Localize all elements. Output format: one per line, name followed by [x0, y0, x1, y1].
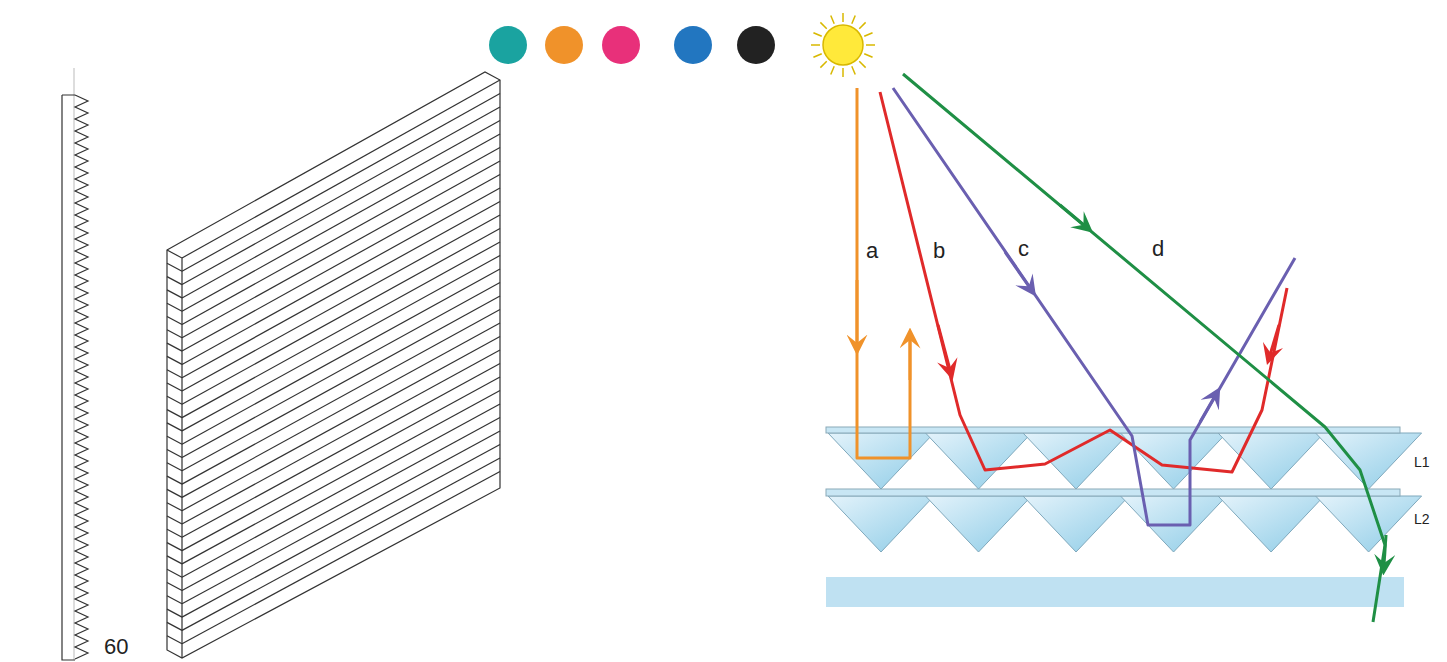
- part-label: b: [933, 240, 945, 262]
- prism-panel: [167, 72, 500, 658]
- part-label: L2: [1414, 512, 1430, 526]
- sun: [811, 13, 875, 77]
- prism-layers: [826, 427, 1422, 607]
- frame-line: [74, 68, 75, 660]
- sawtooth-profile: [62, 95, 88, 660]
- part-label: L1: [1414, 455, 1430, 469]
- light-rays: [857, 74, 1386, 622]
- color-dots: [489, 26, 775, 64]
- part-label: c: [1018, 238, 1029, 260]
- part-label: a: [866, 240, 878, 262]
- part-label: d: [1152, 238, 1164, 260]
- part-label: 60: [104, 636, 128, 658]
